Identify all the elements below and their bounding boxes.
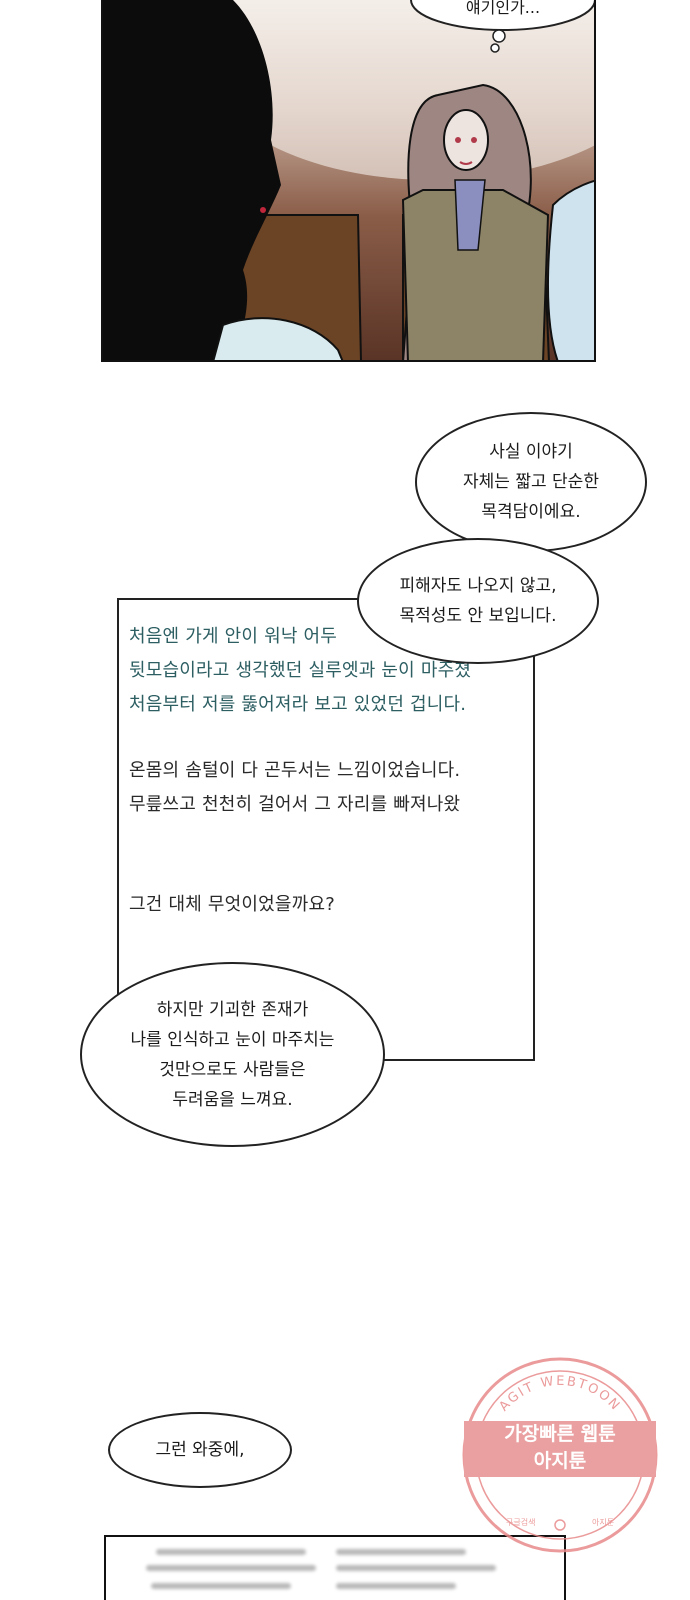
post-line-3: 처음부터 저를 뚫어져라 보고 있었던 겁니다. [129, 694, 467, 715]
speech-bubble-3-text: 하지만 기괴한 존재가 나를 인식하고 눈이 마주치는 것만으로도 사람들은 두… [130, 999, 335, 1110]
watermark-bottom-left: 구글검색 [506, 1517, 535, 1527]
blurred-text-line [146, 1565, 316, 1571]
watermark-band: 가장빠른 웹툰 아지툰 [464, 1421, 656, 1477]
speech-bubble-4: 그런 와중에, [108, 1412, 292, 1488]
post-line-6: 그건 대체 무엇이었을까요? [129, 894, 335, 915]
thought-bubble-shape [410, 0, 594, 53]
watermark-line-1: 가장빠른 웹툰 [504, 1423, 616, 1445]
speech-bubble-2-text: 피해자도 나오지 않고, 목적성도 안 보입니다. [399, 576, 557, 626]
blurred-text-line [336, 1583, 456, 1589]
comic-panel-bottom [104, 1535, 566, 1600]
post-line-2: 뒷모습이라고 생각했던 실루엣과 눈이 마주쳤 [129, 660, 472, 681]
post-line-4: 온몸의 솜털이 다 곤두서는 느낌이었습니다. [129, 760, 461, 781]
google-g-icon [554, 1519, 566, 1531]
panel-artwork [103, 0, 594, 360]
speech-bubble-1: 사실 이야기 자체는 짧고 단순한 목격담이에요. [415, 412, 647, 552]
blurred-text-line [336, 1565, 496, 1571]
comic-panel-top: 얘기인가... [101, 0, 596, 362]
speech-bubble-4-text: 그런 와중에, [155, 1440, 245, 1460]
svg-text:AGIT WEBTOON: AGIT WEBTOON [497, 1374, 624, 1415]
watermark-ring-text: AGIT WEBTOON [497, 1374, 622, 1415]
blurred-text-line [151, 1583, 291, 1589]
speech-bubble-3: 하지만 기괴한 존재가 나를 인식하고 눈이 마주치는 것만으로도 사람들은 두… [80, 962, 385, 1147]
speech-bubble-2: 피해자도 나오지 않고, 목적성도 안 보입니다. [357, 538, 599, 664]
post-line-5: 무릎쓰고 천천히 걸어서 그 자리를 빠져나왔 [129, 794, 461, 815]
blurred-text-line [156, 1549, 306, 1555]
post-line-1: 처음엔 가게 안이 워낙 어두 [129, 626, 338, 647]
thought-bubble-text: 얘기인가... [465, 0, 541, 17]
watermark-bottom-right: 아지툰 [592, 1517, 614, 1527]
watermark-stamp: AGIT WEBTOON 구글검색 아지툰 가장빠른 웹툰 아지툰 [460, 1355, 660, 1555]
blurred-text-line [336, 1549, 466, 1555]
watermark-line-2: 아지툰 [533, 1450, 587, 1472]
speech-bubble-1-text: 사실 이야기 자체는 짧고 단순한 목격담이에요. [463, 442, 599, 522]
